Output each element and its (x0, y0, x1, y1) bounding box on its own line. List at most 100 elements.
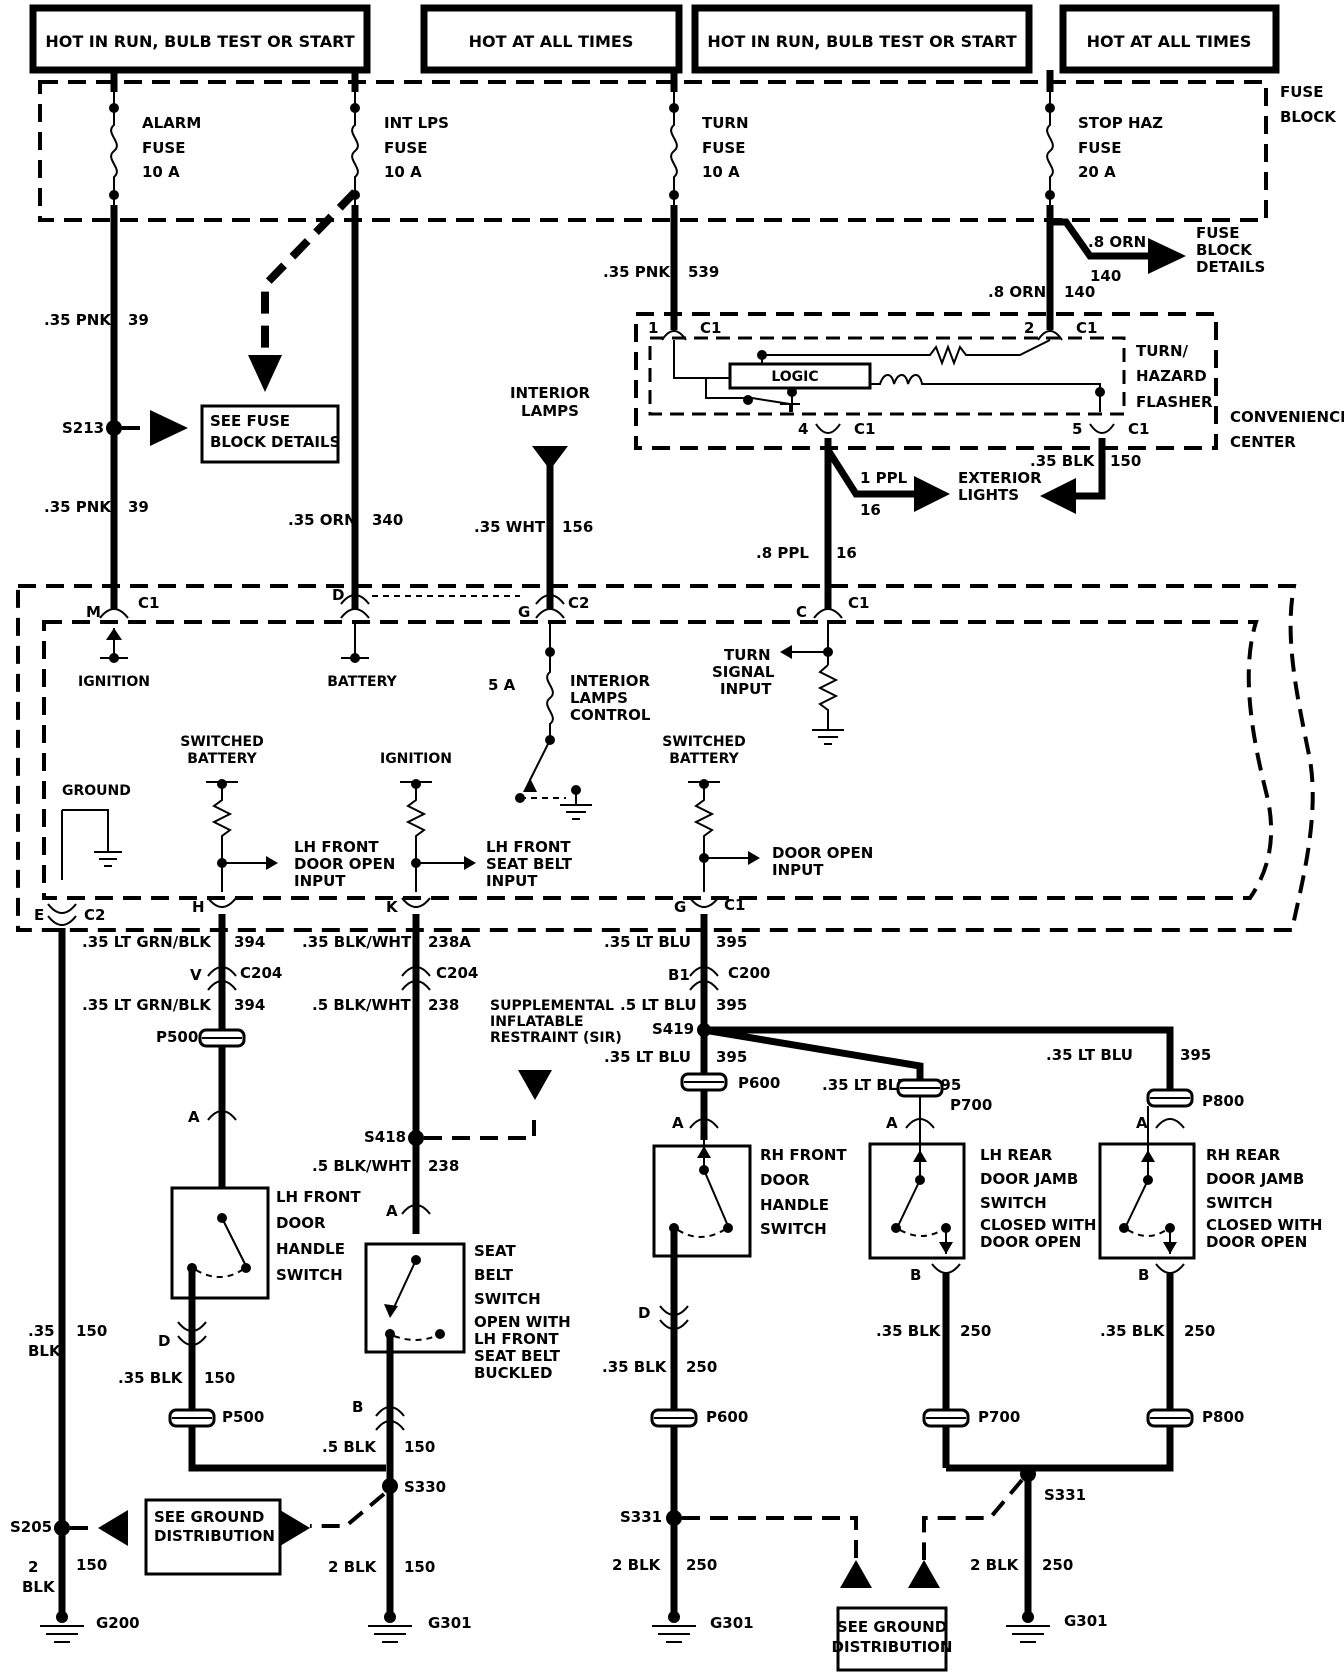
svg-text:16: 16 (836, 544, 857, 562)
convenience-center-label: CONVENIENCE (1230, 408, 1344, 426)
svg-text:SEAT BELT: SEAT BELT (486, 855, 573, 873)
svg-text:BLOCK: BLOCK (1280, 108, 1337, 126)
fuse-block-outline (38, 80, 1268, 222)
lh-rear-door-jamb-switch (868, 1142, 966, 1260)
svg-text:BATTERY: BATTERY (187, 751, 257, 767)
svg-text:250: 250 (686, 1556, 717, 1574)
svg-text:C1: C1 (700, 319, 721, 337)
see-fuse-block-details-box (200, 404, 340, 464)
lh-front-door-open-input-label: LH FRONT (294, 838, 379, 856)
svg-text:LAMPS: LAMPS (570, 689, 628, 707)
svg-text:340: 340 (372, 511, 403, 529)
svg-text:FUSE: FUSE (384, 139, 427, 157)
svg-text:P700: P700 (950, 1096, 992, 1114)
svg-text:A: A (1136, 1114, 1148, 1132)
svg-text:SWITCH: SWITCH (1206, 1194, 1273, 1212)
svg-text:2: 2 (28, 1558, 38, 1576)
svg-text:DISTRIBUTION: DISTRIBUTION (154, 1527, 275, 1545)
svg-text:C: C (796, 603, 807, 621)
svg-text:.35 WHT: .35 WHT (474, 518, 546, 536)
svg-text:STOP HAZ: STOP HAZ (1078, 114, 1163, 132)
svg-text:C1: C1 (1128, 420, 1149, 438)
svg-text:LH FRONT: LH FRONT (474, 1330, 559, 1348)
svg-text:1 PPL: 1 PPL (860, 469, 908, 487)
header-hot-in-run-1: HOT IN RUN, BULB TEST OR START (45, 32, 354, 51)
svg-text:S418: S418 (364, 1128, 406, 1146)
splice-s213 (106, 420, 122, 436)
svg-text:G301: G301 (428, 1614, 472, 1632)
svg-text:.8 ORN: .8 ORN (1088, 233, 1146, 251)
lh-front-door-handle-switch (170, 1186, 270, 1300)
svg-text:.35 PNK: .35 PNK (603, 263, 671, 281)
ground-g301-b: G301 (652, 1611, 754, 1643)
svg-text:B: B (910, 1266, 921, 1284)
svg-text:BUCKLED: BUCKLED (474, 1364, 553, 1382)
svg-text:SEAT BELT: SEAT BELT (474, 1347, 561, 1365)
svg-text:BLOCK DETAILS: BLOCK DETAILS (210, 433, 340, 451)
svg-text:238: 238 (428, 1157, 459, 1175)
svg-text:C204: C204 (240, 964, 282, 982)
splice-s331-b (1020, 1466, 1036, 1482)
svg-text:.35: .35 (28, 1322, 55, 1340)
see-ground-distribution-box-bottom (836, 1606, 948, 1672)
svg-text:M: M (86, 603, 101, 621)
rh-front-door-handle-switch (652, 1144, 752, 1258)
svg-text:250: 250 (1042, 1556, 1073, 1574)
svg-text:ALARM: ALARM (142, 114, 201, 132)
svg-text:150: 150 (404, 1438, 435, 1456)
header-hot-in-run-2: HOT IN RUN, BULB TEST OR START (707, 32, 1016, 51)
svg-text:G: G (674, 898, 686, 916)
power-headers: HOT IN RUN, BULB TEST OR START HOT AT AL… (29, 4, 1280, 74)
svg-text:P700: P700 (978, 1408, 1020, 1426)
svg-text:G301: G301 (1064, 1612, 1108, 1630)
svg-text:B1: B1 (668, 966, 690, 984)
svg-text:A: A (672, 1114, 684, 1132)
svg-text:250: 250 (960, 1322, 991, 1340)
turn-signal-input-label: TURN (724, 646, 771, 664)
svg-text:DOOR: DOOR (276, 1214, 326, 1232)
turn-hazard-flasher-label: TURN/ (1136, 342, 1189, 360)
svg-text:5 A: 5 A (488, 676, 516, 694)
svg-text:.35 LT BLU: .35 LT BLU (604, 1048, 691, 1066)
svg-text:SWITCH: SWITCH (760, 1220, 827, 1238)
svg-text:LH REAR: LH REAR (980, 1146, 1053, 1164)
svg-text:CLOSED WITH: CLOSED WITH (980, 1216, 1096, 1234)
svg-text:C200: C200 (728, 964, 770, 982)
svg-text:395: 395 (716, 1048, 747, 1066)
svg-text:INFLATABLE: INFLATABLE (490, 1014, 584, 1030)
svg-text:FLASHER: FLASHER (1136, 393, 1213, 411)
svg-text:395: 395 (716, 933, 747, 951)
svg-text:39: 39 (128, 311, 149, 329)
svg-text:D: D (332, 586, 344, 604)
svg-text:LH FRONT: LH FRONT (276, 1188, 361, 1206)
svg-text:FUSE: FUSE (1078, 139, 1121, 157)
svg-text:LIGHTS: LIGHTS (958, 486, 1019, 504)
svg-text:C1: C1 (854, 420, 875, 438)
svg-text:S419: S419 (652, 1020, 694, 1038)
svg-text:P500: P500 (222, 1408, 264, 1426)
svg-text:DOOR JAMB: DOOR JAMB (980, 1170, 1078, 1188)
ground-g200: G200 (40, 1611, 140, 1643)
svg-text:B: B (352, 1398, 363, 1416)
svg-text:CONTROL: CONTROL (570, 706, 651, 724)
svg-text:.35 BLK: .35 BLK (876, 1322, 942, 1340)
switched-battery-label-a: SWITCHED (180, 734, 263, 750)
module-outer-outline (16, 584, 1315, 932)
svg-text:SEE GROUND: SEE GROUND (837, 1618, 947, 1636)
splice-s331-a (666, 1510, 682, 1526)
svg-text:G301: G301 (710, 1614, 754, 1632)
svg-text:5: 5 (1072, 420, 1082, 438)
exterior-lights-label: EXTERIOR (958, 469, 1042, 487)
svg-text:FUSE: FUSE (142, 139, 185, 157)
svg-text:395: 395 (716, 996, 747, 1014)
svg-text:S330: S330 (404, 1478, 446, 1496)
svg-text:238: 238 (428, 996, 459, 1014)
svg-text:P500: P500 (156, 1028, 198, 1046)
svg-text:.35 BLK: .35 BLK (602, 1358, 668, 1376)
svg-text:INPUT: INPUT (772, 861, 824, 879)
splice-s418 (408, 1130, 424, 1146)
lh-front-seat-belt-input-label: LH FRONT (486, 838, 571, 856)
svg-text:H: H (192, 898, 205, 916)
splice-s330 (382, 1478, 398, 1494)
svg-text:156: 156 (562, 518, 593, 536)
